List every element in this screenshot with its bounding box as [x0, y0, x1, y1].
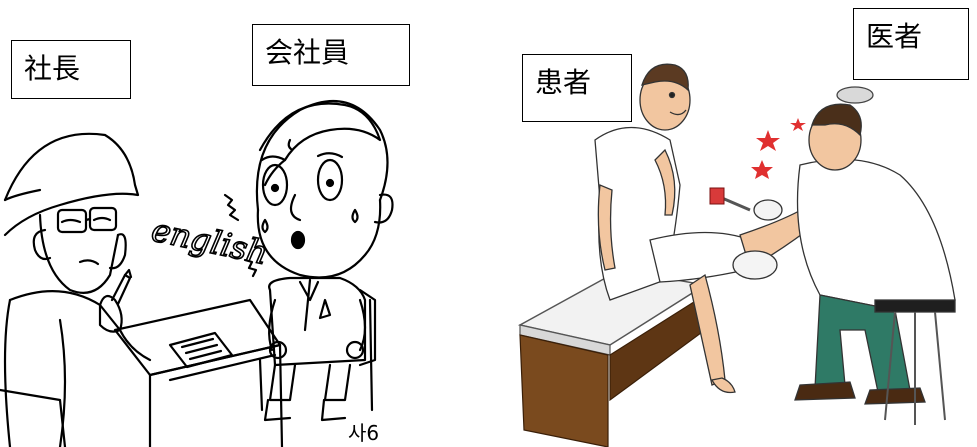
pain-stars [751, 118, 806, 179]
clinic-cartoon-illustration [517, 63, 956, 447]
boss-label-box: 社長 [11, 40, 131, 99]
speech-word: english [148, 211, 271, 273]
reflex-hammer [709, 187, 751, 212]
office-cartoon-illustration: english 사6 [0, 99, 394, 447]
employee-label: 会社員 [265, 36, 350, 69]
left-illustration-panel: english 사6 社長 会社員 [0, 0, 470, 447]
patient-label: 患者 [535, 66, 592, 99]
doctor-figure [732, 86, 956, 425]
right-illustration-panel: 患者 医者 [500, 0, 977, 447]
patient-label-box: 患者 [522, 54, 632, 122]
doctor-label-box: 医者 [853, 8, 969, 80]
boss-label: 社長 [24, 52, 81, 85]
employee-label-box: 会社員 [252, 24, 410, 86]
doctor-label: 医者 [866, 20, 923, 53]
artist-signature: 사6 [348, 421, 379, 445]
